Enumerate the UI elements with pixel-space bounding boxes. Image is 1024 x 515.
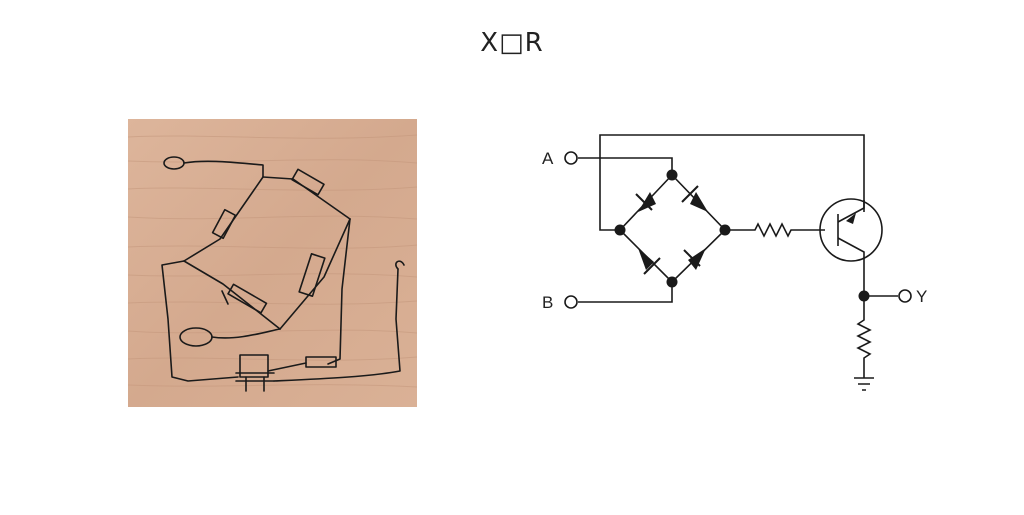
xor-schematic: A B Y <box>542 134 927 391</box>
ground-symbol <box>854 377 874 391</box>
hand-drawn-diode-2 <box>227 283 268 314</box>
base-resistor <box>725 222 825 238</box>
label-b: B <box>542 293 553 312</box>
diode-2 <box>690 192 708 212</box>
node-bottom <box>666 276 678 288</box>
transistor-collector <box>837 200 865 223</box>
diode-4-bar <box>683 249 701 267</box>
diode-3 <box>638 248 654 270</box>
transistor-emitter <box>837 237 865 296</box>
wire-a-top <box>599 134 865 212</box>
wood-grain <box>128 134 417 388</box>
node-output <box>858 290 870 302</box>
page-title: X□R <box>480 28 544 58</box>
bridge-diamond <box>618 173 727 284</box>
node-left <box>614 224 626 236</box>
hand-drawn-transistor <box>239 354 269 378</box>
hand-drawn-resistor-2 <box>298 253 326 297</box>
wire-a <box>578 157 673 175</box>
hand-drawn-resistor-1 <box>211 208 237 240</box>
node-top <box>666 169 678 181</box>
pulldown-resistor <box>856 296 872 378</box>
wire-a-left <box>599 158 620 231</box>
transistor-body <box>819 198 883 262</box>
diode-2-bar <box>681 185 699 203</box>
hand-drawn-wires <box>161 156 405 392</box>
terminal-y <box>898 289 912 303</box>
label-y: Y <box>916 287 927 306</box>
diode-3-bar <box>643 257 661 275</box>
diode-1 <box>638 192 656 212</box>
diode-1-bar <box>635 193 653 211</box>
diode-4 <box>688 248 706 270</box>
hand-drawn-circuit-panel <box>128 119 417 407</box>
terminal-b <box>564 295 578 309</box>
wire-b <box>578 282 673 303</box>
terminal-a <box>564 151 578 165</box>
hand-drawn-resistor-3 <box>305 356 337 368</box>
node-right <box>719 224 731 236</box>
hand-drawn-diode-1 <box>291 168 325 196</box>
label-a: A <box>542 149 554 168</box>
transistor-arrow <box>846 213 856 224</box>
